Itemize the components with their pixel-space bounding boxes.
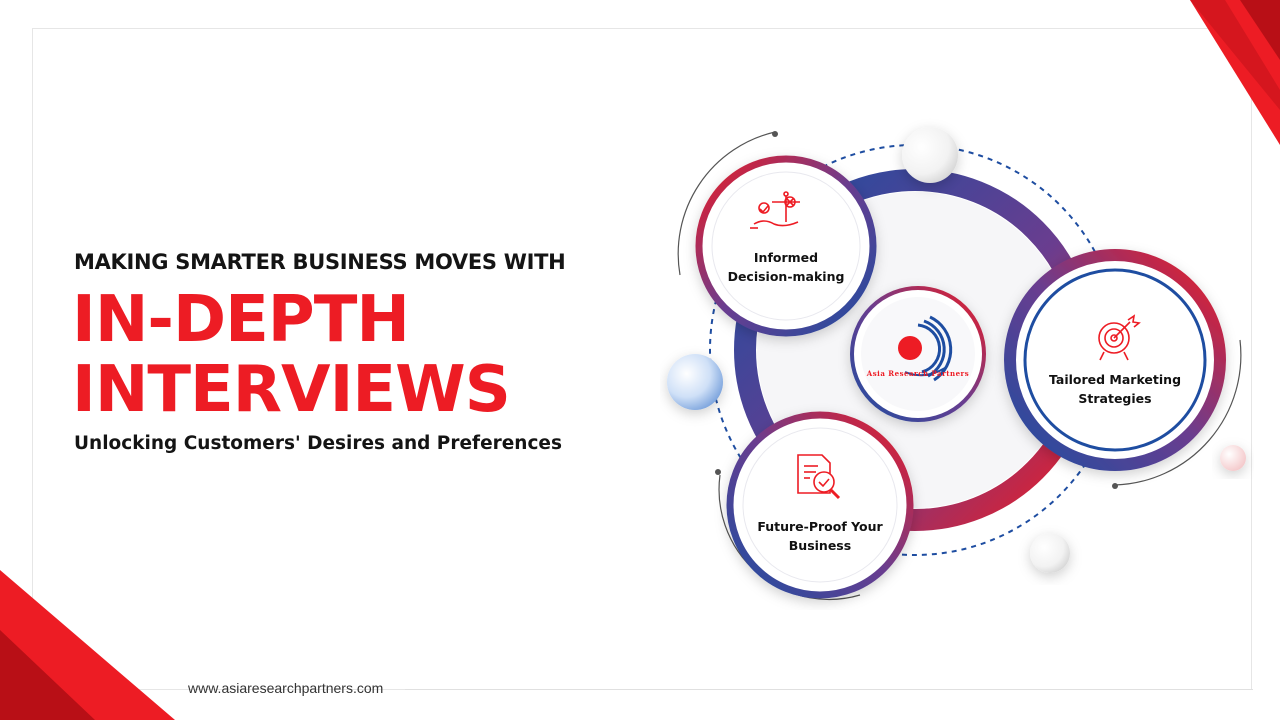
node-tailored-line2: Strategies [1078,391,1152,406]
node-informed-line2: Decision-making [727,269,845,284]
node-informed-line1: Informed [753,250,819,265]
diagram-graphic [667,127,1246,601]
target-icon [1098,314,1141,361]
decorative-sphere [1030,533,1070,573]
node-tailored-label: Tailored Marketing Strategies [1025,370,1205,408]
node-tailored-line1: Tailored Marketing [1048,372,1182,387]
title-line-1: IN-DEPTH [72,283,410,357]
node-future-proof-label: Future-Proof Your Business [730,517,910,555]
document-search-icon [797,454,841,500]
headline: MAKING SMARTER BUSINESS MOVES WITH [74,250,566,274]
subtitle: Unlocking Customers' Desires and Prefere… [74,433,562,454]
decorative-sphere [667,354,723,410]
footer-divider [405,689,1253,690]
node-future-proof-line1: Future-Proof Your [757,519,883,534]
title-line-2: INTERVIEWS [72,353,511,427]
website-link[interactable]: www.asiaresearchpartners.com [188,680,384,696]
corner-decoration-top-right [1190,0,1280,145]
node-informed-label: Informed Decision-making [700,248,872,286]
benefits-diagram: Informed Decision-making Tailored Market… [660,110,1260,610]
decorative-sphere [1220,445,1246,471]
center-logo-text: Asia Research Partners [866,369,970,378]
decorative-sphere [902,127,958,183]
scale-icon [750,191,800,229]
node-future-proof-line2: Business [788,538,852,553]
corner-decoration-bottom-left [0,570,175,720]
asia-research-partners-logo [898,315,953,382]
